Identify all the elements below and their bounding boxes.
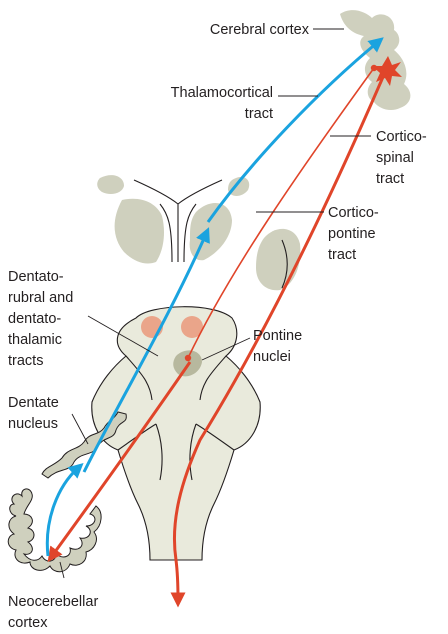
label-dentato-line1: Dentato- — [8, 269, 64, 285]
label-corticopontine-line3: tract — [328, 247, 356, 263]
left-thalamus-shape — [115, 199, 164, 264]
label-dentate-line1: Dentate — [8, 395, 59, 411]
label-neocerebellar-line2: cortex — [8, 615, 48, 631]
label-dentate-line2: nucleus — [8, 416, 58, 432]
label-corticopontine-line2: pontine — [328, 226, 376, 242]
label-neocerebellar-line1: Neocerebellar — [8, 594, 98, 610]
cortex-origin-dot — [371, 65, 377, 71]
label-dentato-line3: dentato- — [8, 311, 61, 327]
right-putamen-shape — [256, 229, 300, 290]
label-pontine-line1: Pontine — [253, 328, 302, 344]
leader-dentate — [72, 414, 88, 444]
label-thalamocortical-line2: tract — [245, 106, 273, 122]
left-lateral-nucleus — [97, 175, 124, 194]
label-pontine-line2: nuclei — [253, 349, 291, 365]
label-corticopontine-line1: Cortico- — [328, 205, 379, 221]
pontine-origin-dot — [185, 355, 191, 361]
label-dentato-line2: rubral and — [8, 290, 73, 306]
label-cerebral-cortex: Cerebral cortex — [210, 22, 310, 38]
label-dentato-line5: tracts — [8, 353, 43, 369]
label-corticospinal-line2: spinal — [376, 150, 414, 166]
label-dentato-line4: thalamic — [8, 332, 62, 348]
label-thalamocortical-line1: Thalamocortical — [171, 85, 273, 101]
right-thalamus-shape — [190, 203, 232, 260]
label-corticospinal-line1: Cortico- — [376, 129, 427, 145]
label-corticospinal-line3: tract — [376, 171, 404, 187]
